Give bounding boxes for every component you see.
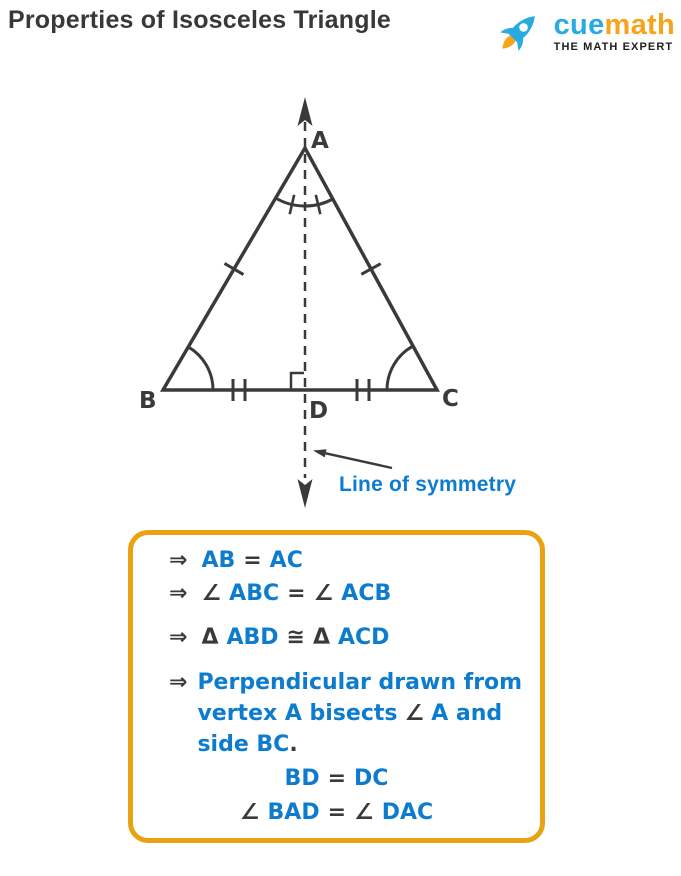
text-line: side BC [197, 732, 290, 757]
triangle-symbol-icon: Δ [312, 625, 330, 650]
eq-term: ACD [338, 625, 390, 650]
eq-term: DC [354, 766, 389, 791]
property-sides-equal: ⇒ AB = AC [169, 547, 540, 574]
page-title: Properties of Isosceles Triangle [8, 6, 391, 34]
angle-arc-b [187, 345, 215, 391]
property-congruent-triangles: ⇒ Δ ABD ≅ Δ ACD [169, 624, 540, 651]
eq-term: ABC [229, 581, 280, 606]
triangle-symbol-icon: Δ [201, 625, 219, 650]
period: . [289, 732, 298, 757]
property-base-angles-equal: ⇒ ∠ ABC = ∠ ACB [169, 580, 540, 607]
brand-cue: cue [553, 9, 605, 41]
angle-arc-a [274, 196, 334, 208]
eq-term: ACB [341, 581, 392, 606]
angle-icon: ∠ [201, 581, 222, 606]
equals-sign: = [327, 766, 347, 791]
symmetry-arrow-down-icon [297, 479, 313, 508]
equals-sign: = [243, 548, 262, 573]
property-bad-equals-dac: ∠ BAD = ∠ DAC [133, 799, 540, 826]
eq-term: ABD [226, 625, 279, 650]
vertex-label-c: C [442, 386, 459, 412]
eq-term: AB [201, 548, 236, 573]
angle-icon: ∠ [354, 800, 374, 825]
congruent-icon: ≅ [286, 625, 305, 650]
text-line: Perpendicular drawn from [197, 670, 523, 695]
properties-box: ⇒ AB = AC ⇒ ∠ ABC = ∠ ACB ⇒ Δ ABD ≅ Δ AC… [128, 530, 545, 843]
perpendicular-text: Perpendicular drawn from vertex A bisect… [197, 667, 522, 760]
symmetry-pointer-arrow-icon [313, 449, 327, 458]
symmetry-pointer-line [325, 452, 393, 470]
rocket-icon [499, 16, 535, 51]
implies-icon: ⇒ [169, 625, 188, 650]
tick-angle-a-right [314, 194, 322, 215]
property-bd-equals-dc: BD = DC [133, 765, 540, 792]
eq-term: BAD [267, 800, 320, 825]
cuemath-logo: cuemath THE MATH EXPERT [494, 4, 675, 60]
triangle-outline [159, 144, 440, 392]
tick-side-ac [360, 262, 382, 276]
symmetry-arrow-up-icon [297, 97, 313, 126]
eq-term: BD [284, 766, 320, 791]
text-line: vertex A bisects [197, 701, 398, 726]
property-perpendicular-bisects: ⇒ Perpendicular drawn from vertex A bise… [169, 667, 540, 760]
brand-tagline: THE MATH EXPERT [553, 41, 674, 53]
equals-sign: = [327, 800, 347, 825]
tick-angle-a-left [288, 194, 296, 215]
vertex-label-b: B [139, 388, 157, 414]
angle-icon: ∠ [404, 701, 425, 726]
text-line: A and [431, 701, 503, 726]
tick-side-ab [223, 262, 245, 276]
line-of-symmetry-label: Line of symmetry [339, 473, 517, 496]
equals-sign: = [287, 581, 306, 606]
eq-term: DAC [381, 800, 434, 825]
implies-icon: ⇒ [169, 670, 188, 695]
vertex-label-d: D [309, 398, 328, 424]
angle-icon: ∠ [239, 800, 260, 825]
implies-icon: ⇒ [169, 548, 188, 573]
isosceles-triangle-diagram: A B C D [139, 97, 459, 508]
logo-text: cuemath THE MATH EXPERT [553, 9, 675, 54]
brand-name: cuemath [553, 9, 675, 41]
vertex-label-a: A [311, 128, 329, 154]
angle-icon: ∠ [313, 581, 334, 606]
brand-math: math [604, 9, 675, 41]
angle-arc-c [385, 344, 414, 391]
right-angle-mark-d [289, 371, 304, 390]
eq-term: AC [269, 548, 303, 573]
implies-icon: ⇒ [169, 581, 188, 606]
